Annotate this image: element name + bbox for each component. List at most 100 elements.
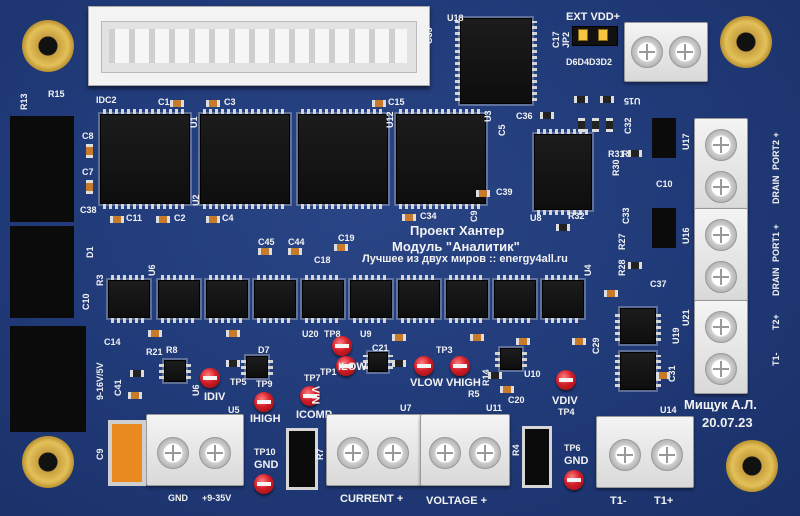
shunt-r4	[522, 426, 552, 488]
passive	[574, 96, 588, 103]
passive	[110, 216, 124, 223]
label-c36: C36	[516, 111, 533, 121]
shunt-r7	[286, 428, 318, 490]
title-project: Проект Хантер	[410, 223, 505, 238]
label-port2-plus: PORT2 +	[771, 132, 781, 170]
passive	[592, 118, 599, 132]
passive	[206, 216, 220, 223]
label-jp2: JP2	[561, 31, 571, 48]
label-c14: C14	[104, 337, 121, 347]
chip-mid-5	[302, 275, 344, 323]
terminal-voltage-u11	[420, 414, 510, 486]
passive	[540, 112, 554, 119]
label-d6d4d3d2: D6D4D3D2	[566, 57, 613, 67]
testpoint-vhigh[interactable]	[450, 356, 470, 376]
testpoint-gnd-right[interactable]	[564, 470, 584, 490]
label-r7: R7	[315, 448, 325, 460]
idc-connector	[88, 6, 430, 86]
chip-u10-small	[495, 348, 527, 370]
passive	[606, 118, 613, 132]
label-u20: U20	[302, 329, 319, 339]
label-c9b: C9	[469, 210, 479, 222]
chip-u2	[200, 109, 290, 209]
label-t2-plus: T2+	[771, 314, 781, 330]
label-r3: R3	[95, 274, 105, 286]
label-r15: R15	[48, 89, 65, 99]
label-tp10: TP10	[254, 447, 276, 457]
passive	[392, 360, 406, 367]
label-u2: U2	[191, 194, 201, 206]
testpoint-vlow[interactable]	[414, 356, 434, 376]
label-r32: R32	[568, 211, 585, 221]
label-u3: U3	[483, 110, 493, 122]
label-gnd-power: GND	[168, 493, 188, 503]
label-c29: C29	[591, 337, 601, 354]
chip-mid-4	[254, 275, 296, 323]
label-tp5: TP5	[230, 377, 247, 387]
label-c10: C10	[81, 293, 91, 310]
label-c19: C19	[338, 233, 355, 243]
label-gnd-tp6: GND	[564, 455, 589, 467]
label-vlow: VLOW	[410, 377, 443, 389]
label-c1: C1	[158, 97, 170, 107]
label-tp8: TP8	[324, 329, 341, 339]
label-u19: U19	[671, 327, 681, 344]
testpoint-vin[interactable]	[332, 336, 352, 356]
terminal-port1	[694, 208, 748, 302]
testpoint-icomp[interactable]	[300, 386, 320, 406]
label-u15: U15	[624, 96, 641, 106]
label-tp4: TP4	[558, 407, 575, 417]
label-r27: R27	[617, 233, 627, 250]
label-ext-vdd: EXT VDD+	[566, 11, 621, 23]
label-t1-minus: T1-	[610, 495, 627, 507]
component-left-upper	[10, 116, 74, 222]
label-r13: R13	[19, 93, 29, 110]
label-r8: R8	[166, 345, 178, 355]
label-gnd-tp10: GND	[254, 459, 279, 471]
label-c5: C5	[497, 124, 507, 136]
terminal-port2	[694, 118, 748, 212]
chip-mid-2	[158, 275, 200, 323]
title-module: Модуль "Аналитик"	[392, 239, 520, 254]
chip-u8	[534, 129, 592, 215]
passive	[628, 150, 642, 157]
label-c7: C7	[82, 167, 94, 177]
chip-mid-9	[494, 275, 536, 323]
passive	[656, 372, 670, 379]
label-c32: C32	[623, 117, 633, 134]
testpoint-ihigh[interactable]	[254, 392, 274, 412]
testpoint-gnd-power[interactable]	[254, 474, 274, 494]
chip-right-lower	[615, 352, 661, 390]
label-tp3: TP3	[436, 345, 453, 355]
label-u6: U6	[191, 384, 201, 396]
label-u5: U5	[228, 405, 240, 415]
terminal-thermo-u14	[596, 416, 694, 488]
passive	[334, 244, 348, 251]
testpoint-vdiv[interactable]	[556, 370, 576, 390]
passive	[476, 190, 490, 197]
label-port1-plus: PORT1 +	[771, 224, 781, 262]
passive	[86, 144, 93, 158]
label-port2-drain: DRAIN	[771, 175, 781, 205]
label-d1: D1	[85, 246, 95, 258]
passive	[500, 386, 514, 393]
passive	[516, 338, 530, 345]
testpoint-idiv[interactable]	[200, 368, 220, 388]
passive	[156, 216, 170, 223]
label-r21: R21	[146, 347, 163, 357]
label-c21: C21	[372, 343, 389, 353]
testpoint-ilow[interactable]	[336, 356, 356, 376]
label-t1-minus-side: T1-	[771, 352, 781, 367]
author-date: 20.07.23	[702, 415, 753, 430]
label-tp7: TP7	[304, 373, 321, 383]
label-c10-right: C10	[656, 179, 673, 189]
passive	[572, 338, 586, 345]
diode-upper	[652, 118, 676, 158]
passive	[556, 224, 570, 231]
label-c20: C20	[508, 395, 525, 405]
label-d7: D7	[258, 345, 270, 355]
label-u6-mid: U6	[147, 264, 157, 276]
label-voltage: VOLTAGE +	[426, 495, 488, 507]
passive	[402, 214, 416, 221]
